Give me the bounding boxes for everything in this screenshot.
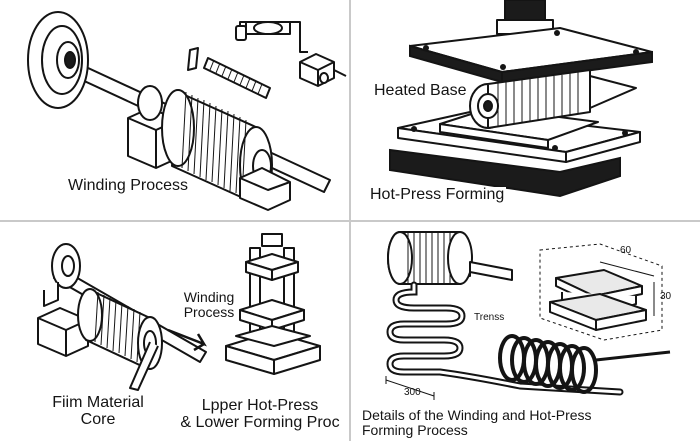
hot-press-forming-caption: Hot-Press Forming xyxy=(368,186,507,204)
upper-lower-press-label: Lpper Hot-Press & Lower Forming Proc xyxy=(172,397,348,432)
dimension-height: 30 xyxy=(660,291,672,302)
winding-arrow-line-2: Process xyxy=(183,303,235,320)
small-press-illustration xyxy=(225,233,321,375)
heated-base-label: Heated Base xyxy=(372,82,469,100)
press-label-line-2: & Lower Forming Proc xyxy=(180,413,340,431)
dimension-width: 60 xyxy=(620,245,632,256)
hot-press-illustration xyxy=(389,0,653,198)
plate-stack-detail xyxy=(539,243,663,341)
press-label-line-1: Lpper Hot-Press xyxy=(201,397,319,414)
winding-machine-illustration xyxy=(27,11,347,211)
detail-coil-illustration xyxy=(385,231,671,400)
winding-arrow-line-1: Winding xyxy=(183,289,235,305)
film-material-core-label: Fiim Material Core xyxy=(48,394,148,429)
details-caption: Details of the Winding and Hot-Press For… xyxy=(362,408,592,437)
details-caption-line-1: Details of the Winding and Hot-Press xyxy=(362,407,592,423)
winding-process-arrow-label: Winding Process xyxy=(176,290,242,319)
film-material-core-line-2: Core xyxy=(80,410,116,428)
film-material-core-line-1: Fiim Material xyxy=(52,394,144,411)
details-caption-line-2: Forming Process xyxy=(362,421,468,438)
coil-label: Trenss xyxy=(474,312,505,323)
film-core-illustration xyxy=(37,243,207,391)
dimension-length: 300 xyxy=(404,387,421,398)
winding-process-caption: Winding Process xyxy=(68,177,189,194)
